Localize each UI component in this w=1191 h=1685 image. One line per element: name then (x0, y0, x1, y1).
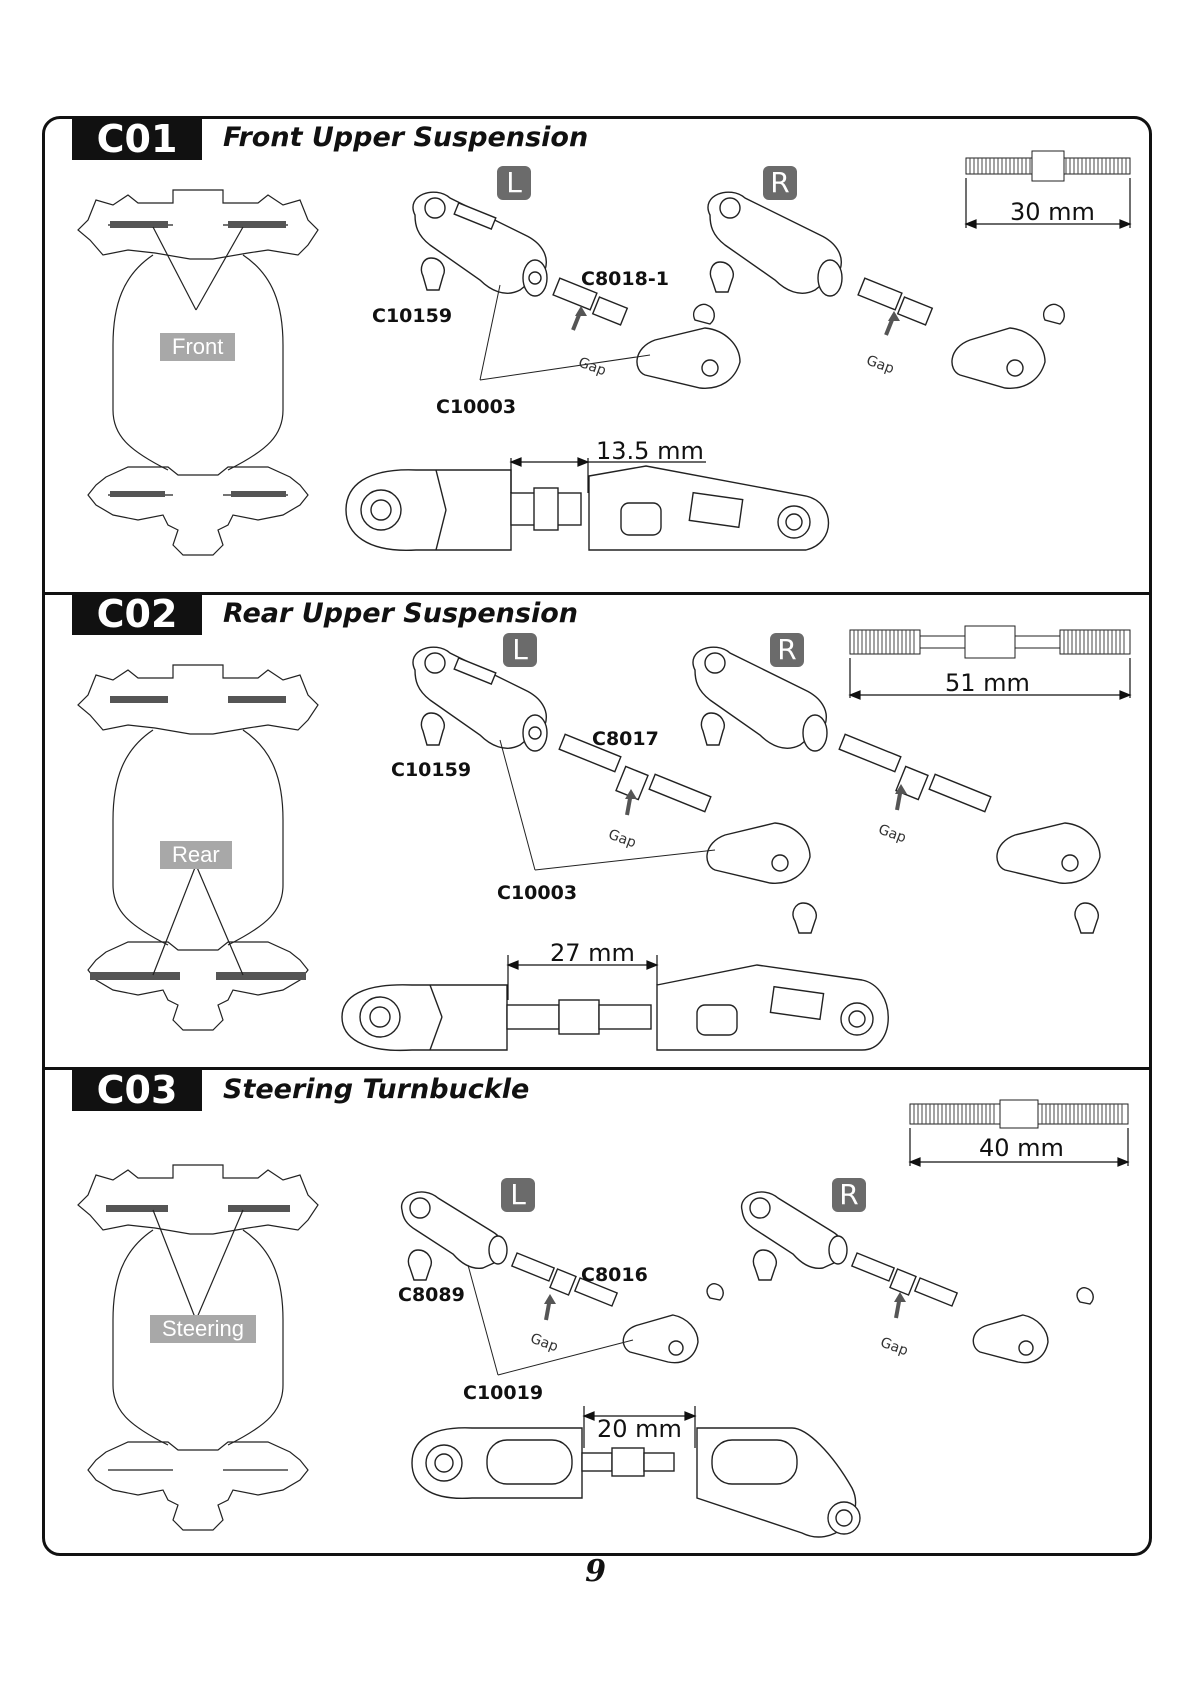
part-number-ball: C10159 (372, 305, 452, 327)
turnbuckle-length: 51 mm (945, 669, 1030, 697)
exploded-assembly-right (738, 1190, 1118, 1420)
part-number-ball: C8089 (398, 1284, 465, 1306)
step-title: Rear Upper Suspension (223, 598, 578, 629)
location-label: Steering (150, 1315, 256, 1343)
step-title: Steering Turnbuckle (223, 1074, 529, 1105)
assembly-gap: 27 mm (550, 939, 635, 967)
part-number-rod-end: C10019 (463, 1382, 543, 1404)
page-number: 9 (0, 1554, 1191, 1589)
part-number-rod-end: C10003 (436, 396, 516, 418)
section-divider (45, 592, 1149, 595)
step-badge: C03 (72, 1069, 202, 1111)
part-number-rod-end: C10003 (497, 882, 577, 904)
chassis-top-view (68, 185, 328, 565)
part-number-turnbuckle: C8017 (592, 728, 659, 750)
assembly-gap: 13.5 mm (596, 437, 704, 465)
part-number-turnbuckle: C8018-1 (581, 268, 669, 290)
part-number-turnbuckle: C8016 (581, 1264, 648, 1286)
turnbuckle-length: 40 mm (979, 1134, 1064, 1162)
location-label: Rear (160, 841, 232, 869)
location-label: Front (160, 333, 235, 361)
part-number-ball: C10159 (391, 759, 471, 781)
step-badge: C01 (72, 118, 202, 160)
chassis-top-view (68, 1160, 328, 1540)
assembled-link-diagram (342, 955, 902, 1055)
assembly-gap: 20 mm (597, 1415, 682, 1443)
turnbuckle-length: 30 mm (1010, 198, 1095, 226)
section-divider (45, 1067, 1149, 1070)
assembled-link-diagram (346, 458, 836, 573)
step-badge: C02 (72, 593, 202, 635)
step-title: Front Upper Suspension (223, 122, 588, 153)
